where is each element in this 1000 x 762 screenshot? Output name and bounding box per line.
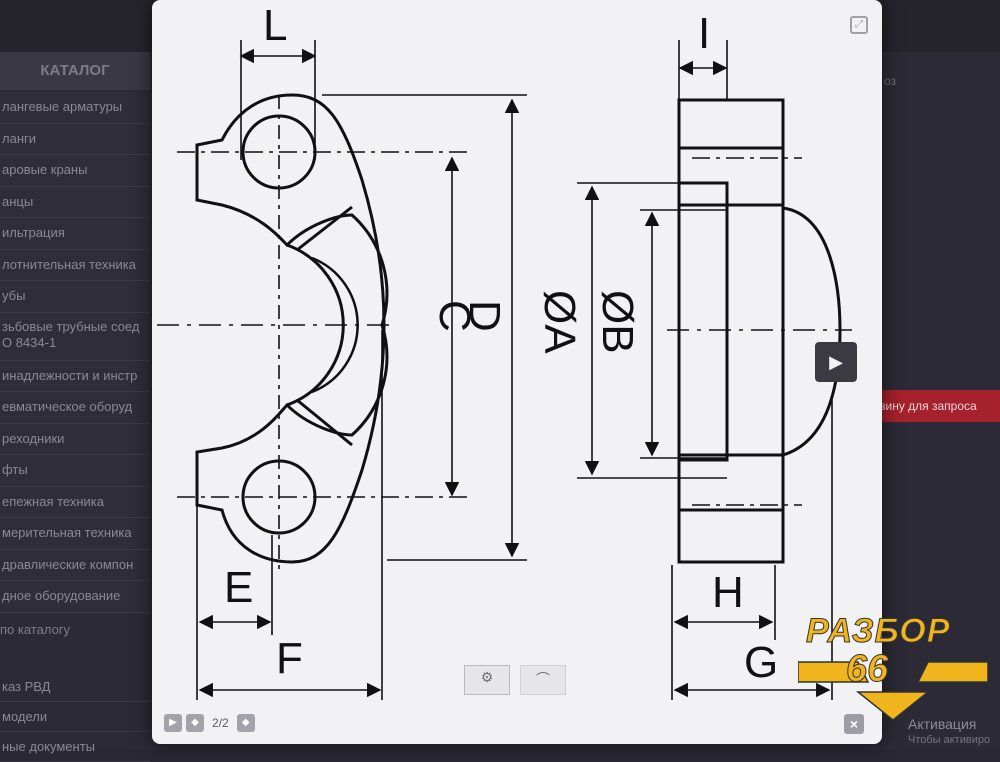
sidebar-item[interactable]: мерительная техника <box>0 518 150 550</box>
sidebar-item[interactable]: дравлические компон <box>0 549 150 581</box>
close-icon[interactable]: × <box>844 714 864 734</box>
bottom-menu-item[interactable]: модели <box>0 702 150 732</box>
razbor66-logo: РАЗБОР 66 <box>798 612 988 722</box>
expand-icon[interactable]: ⤢ <box>850 16 868 34</box>
logo-text-top: РАЗБОР <box>805 612 951 651</box>
drawing-icon: ⌒ <box>536 671 550 687</box>
sidebar-item[interactable]: зьбовые трубные соед О 8434-1 <box>0 312 150 361</box>
image-lightbox: L I C D ØA ØB E F H G ⤢ ⚙ ⌒ ▶ ◆ 2/2 ◆ × <box>152 0 882 744</box>
sidebar-item[interactable]: евматическое оборуд <box>0 392 150 424</box>
sidebar-item[interactable]: лотнительная техника <box>0 249 150 281</box>
logo-wing-icon <box>798 661 988 721</box>
thumbnail-2[interactable]: ⌒ <box>520 665 566 695</box>
cart-request-banner[interactable]: зину для запроса <box>872 390 1000 422</box>
dim-label-G: G <box>744 638 778 687</box>
thumbnail-1[interactable]: ⚙ <box>464 665 510 695</box>
next-small-icon[interactable]: ◆ <box>236 714 255 732</box>
sidebar-item[interactable]: анцы <box>0 186 150 218</box>
bottom-menu-item[interactable]: ные документы <box>0 732 150 762</box>
dim-label-H: H <box>712 568 744 617</box>
image-counter: 2/2 <box>212 716 229 730</box>
sidebar-item[interactable]: фты <box>0 455 150 487</box>
catalog-map-link[interactable]: по каталогу <box>0 622 71 637</box>
product-photo-icon: ⚙ <box>480 669 494 685</box>
sidebar-item[interactable]: ланги <box>0 123 150 155</box>
sidebar-item[interactable]: аровые краны <box>0 155 150 187</box>
dim-label-I: I <box>698 9 710 58</box>
windows-activation-subtitle: Чтобы активиро <box>908 734 991 746</box>
sidebar-item[interactable]: ильтрация <box>0 218 150 250</box>
chevron-right-icon[interactable]: ▶ <box>815 342 857 382</box>
bottom-menu-item[interactable]: каз РВД <box>0 672 150 702</box>
thumbnail-strip: ⚙ ⌒ <box>464 665 566 695</box>
logo-text-bottom: 66 <box>845 648 889 691</box>
sidebar-item[interactable]: инадлежности и инстр <box>0 360 150 392</box>
right-text: оз <box>884 74 897 88</box>
play-icon[interactable]: ▶ <box>164 714 182 732</box>
sidebar-item[interactable]: дное оборудование <box>0 581 150 613</box>
dim-label-F: F <box>276 634 303 683</box>
catalog-header: КАТАЛОГ <box>0 52 150 90</box>
dim-label-D: D <box>460 300 509 332</box>
dim-label-B: ØB <box>593 290 642 354</box>
windows-activation-title: Активация <box>908 716 977 732</box>
lightbox-controls: ▶ ◆ 2/2 ◆ <box>164 714 255 732</box>
flange-clamp-drawing: L I C D ØA ØB E F H G <box>157 1 852 700</box>
sidebar-item[interactable]: лангевые арматуры <box>0 92 150 124</box>
dim-label-C: C <box>430 300 479 332</box>
dim-label-A: ØA <box>535 290 584 354</box>
prev-icon[interactable]: ◆ <box>186 714 204 732</box>
dim-label-L: L <box>263 1 287 50</box>
sidebar-item[interactable]: убы <box>0 281 150 313</box>
sidebar-item[interactable]: епежная техника <box>0 486 150 518</box>
dim-label-E: E <box>224 563 253 612</box>
sidebar-item[interactable]: реходники <box>0 423 150 455</box>
